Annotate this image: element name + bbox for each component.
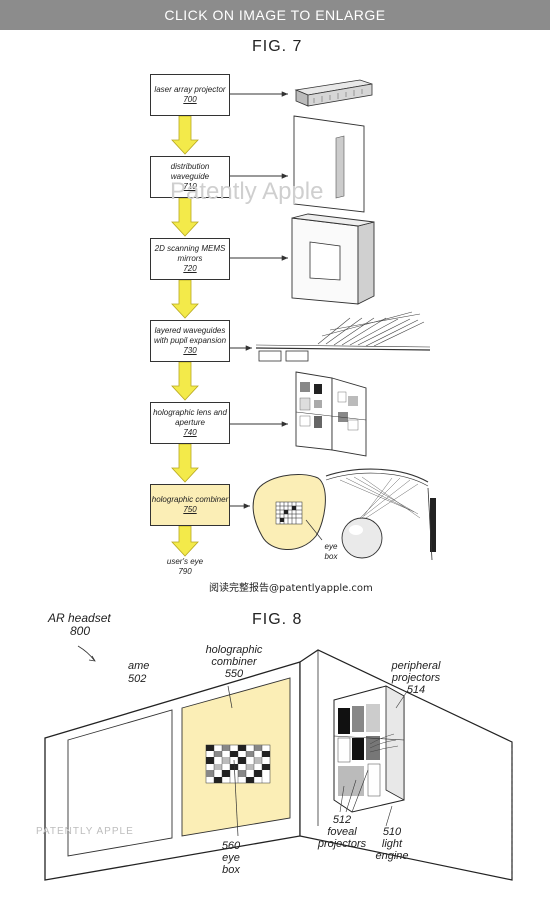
foveal-num: 512 <box>332 814 352 826</box>
combiner-text: holographic combiner <box>205 644 263 668</box>
fig8-watermark: PATENTLY APPLE <box>36 826 134 837</box>
step-box-710: distribution waveguide 710 <box>150 156 230 198</box>
combiner-label: holographic combiner 550 <box>196 644 272 680</box>
step-num-730: 730 <box>183 346 197 355</box>
waveguide-illustration <box>293 115 365 213</box>
flow-arrow-5 <box>171 443 199 483</box>
users-eye-label: user's eye 790 <box>160 557 210 577</box>
peripheral-num: 514 <box>406 684 426 696</box>
flow-arrow-4 <box>171 361 199 401</box>
step-box-720: 2D scanning MEMS mirrors 720 <box>150 238 230 280</box>
flow-arrow-1 <box>171 115 199 155</box>
headset-text: AR headset <box>48 611 111 625</box>
enlarge-banner[interactable]: CLICK ON IMAGE TO ENLARGE <box>0 0 550 30</box>
step-box-730: layered waveguides with pupil expansion … <box>150 320 230 362</box>
fig7-watermark: Patently Apple <box>170 178 324 205</box>
engine-text: light engine <box>375 838 409 862</box>
layered-waveguide-illustration <box>255 311 431 362</box>
mems-mirror-illustration <box>291 213 375 305</box>
frame-num: 502 <box>128 673 147 685</box>
step-label-720: 2D scanning MEMS mirrors <box>154 244 226 263</box>
frame-label: ame 502 <box>128 660 168 686</box>
engine-num: 510 <box>382 826 402 838</box>
peripheral-label: peripheral projectors 514 <box>384 660 448 696</box>
users-eye-num: 790 <box>178 567 192 576</box>
eyebox-num: 560 <box>221 840 241 852</box>
headset-label: AR headset 800 <box>48 612 118 638</box>
frame-text: ame <box>128 660 150 672</box>
step-box-700: laser array projector 700 <box>150 74 230 116</box>
holographic-lens-illustration <box>295 371 367 457</box>
combiner-illustration <box>252 474 326 550</box>
eye-box-label: eye box <box>324 542 338 561</box>
step-num-720: 720 <box>183 264 197 273</box>
fig8-title: FIG. 8 <box>252 611 303 628</box>
source-line: 阅读完整报告@patentlyapple.com <box>209 583 373 594</box>
flow-arrow-3 <box>171 279 199 319</box>
flow-arrow-6 <box>171 525 199 557</box>
engine-label: 510 light engine <box>372 826 412 862</box>
eye-illustration <box>325 468 436 561</box>
peripheral-text: peripheral projectors <box>391 660 441 684</box>
combiner-num: 550 <box>224 668 244 680</box>
eyebox-label: 560 eye box <box>214 840 248 876</box>
laser-array-illustration <box>294 79 373 107</box>
step-label-730: layered waveguides with pupil expansion <box>153 326 227 345</box>
step-num-750: 750 <box>183 505 197 514</box>
foveal-text: foveal projectors <box>317 826 367 850</box>
eyebox-text: eye box <box>222 852 240 876</box>
fig7-title: FIG. 7 <box>252 38 303 55</box>
enlarge-banner-text: CLICK ON IMAGE TO ENLARGE <box>164 7 386 23</box>
step-label-740: holographic lens and aperture <box>153 408 227 427</box>
step-num-700: 700 <box>183 95 197 104</box>
flow-arrow-2 <box>171 197 199 237</box>
headset-num: 800 <box>70 624 91 638</box>
users-eye-text: user's eye <box>166 557 204 566</box>
foveal-label: 512 foveal projectors <box>314 814 370 850</box>
step-box-750: holographic combiner 750 <box>150 484 230 526</box>
step-num-710: 710 <box>183 182 197 191</box>
step-label-710: distribution waveguide <box>170 162 210 181</box>
flow-arrows <box>171 115 199 557</box>
step-label-750: holographic combiner <box>151 495 229 504</box>
step-num-740: 740 <box>183 428 197 437</box>
step-label-700: laser array projector <box>154 85 226 94</box>
step-box-740: holographic lens and aperture 740 <box>150 402 230 444</box>
